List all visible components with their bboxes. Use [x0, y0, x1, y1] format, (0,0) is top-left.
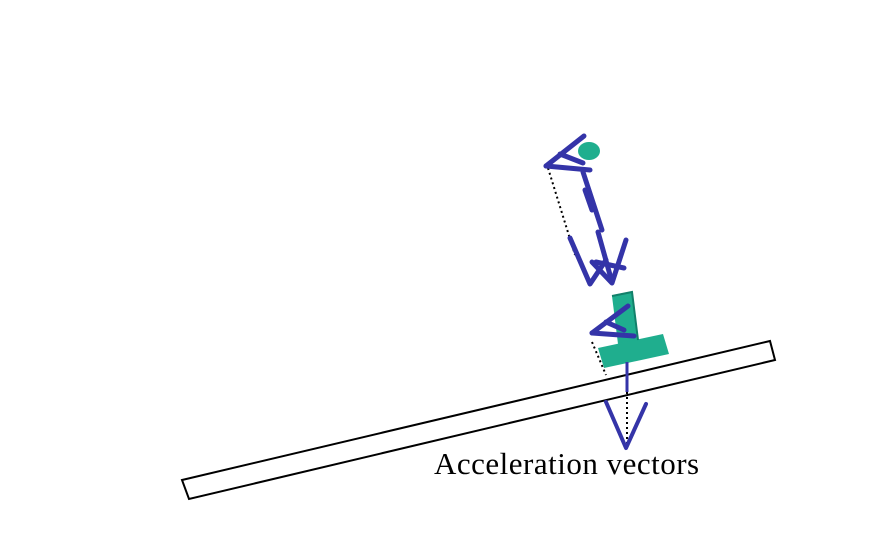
green-block [598, 290, 669, 368]
middle-down-arrow [567, 229, 629, 287]
dotted-guide-lower [591, 341, 607, 376]
small-ball [578, 142, 600, 160]
lower-down-arrow [604, 362, 648, 450]
upper-arrow-head [543, 133, 593, 173]
block-arrow-head [589, 303, 637, 339]
caption-acceleration-vectors: Acceleration vectors [434, 446, 700, 481]
upper-arrow-shaft [580, 169, 605, 233]
